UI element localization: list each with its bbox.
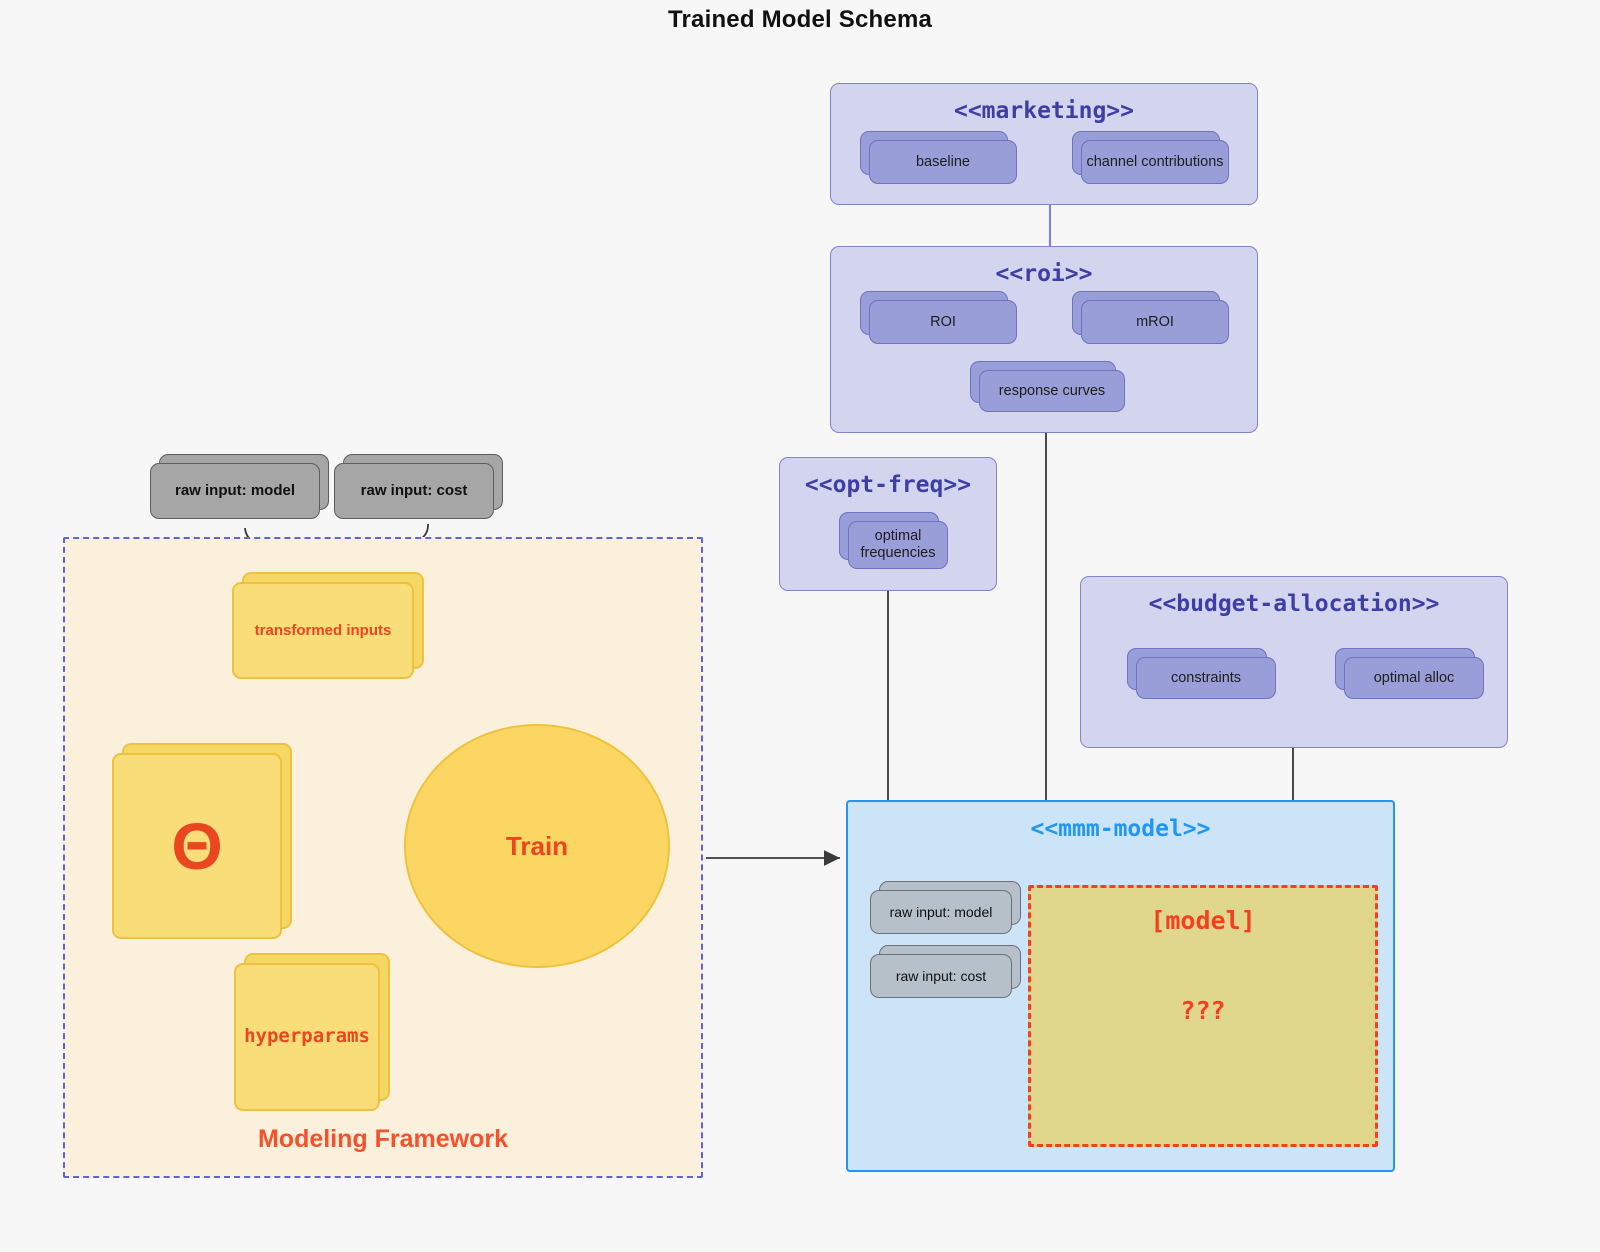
hyperparams-label: hyperparams: [244, 1025, 370, 1048]
package-budget-allocation[interactable]: <<budget-allocation>> constraints optima…: [1080, 576, 1508, 748]
package-mmm-model-title: <<mmm-model>>: [1030, 816, 1211, 842]
node-label: channel contributions: [1081, 140, 1229, 184]
package-mmm-model[interactable]: <<mmm-model>> raw input: model raw input…: [846, 800, 1395, 1172]
package-marketing[interactable]: <<marketing>> baseline channel contribut…: [830, 83, 1258, 205]
node-label: optimal alloc: [1344, 657, 1484, 699]
package-budget-allocation-title: <<budget-allocation>>: [1148, 591, 1440, 617]
package-roi[interactable]: <<roi>> ROI mROI response curves: [830, 246, 1258, 433]
node-channel-contributions[interactable]: channel contributions: [1072, 131, 1229, 184]
node-label: constraints: [1136, 657, 1276, 699]
node-baseline[interactable]: baseline: [860, 131, 1017, 184]
package-marketing-title: <<marketing>>: [953, 98, 1134, 124]
node-constraints[interactable]: constraints: [1127, 648, 1276, 699]
theta-node[interactable]: Θ: [112, 743, 292, 939]
node-label: hyperparams: [234, 963, 380, 1111]
raw-input-model[interactable]: raw input: model: [150, 454, 329, 519]
train-label: Train: [505, 830, 569, 861]
model-placeholder-box[interactable]: [model] ???: [1028, 885, 1378, 1147]
node-label: raw input: cost: [334, 463, 494, 519]
model-unknown-label: ???: [1180, 996, 1226, 1025]
node-optimal-frequencies[interactable]: optimal frequencies: [839, 512, 948, 569]
theta-glyph: Θ: [171, 809, 223, 883]
hyperparams-node[interactable]: hyperparams: [234, 953, 390, 1111]
node-label-line2: frequencies: [860, 545, 936, 561]
train-activity[interactable]: Train: [404, 724, 670, 968]
node-label: transformed inputs: [232, 582, 414, 679]
package-roi-title: <<roi>>: [995, 261, 1093, 287]
node-response-curves[interactable]: response curves: [970, 361, 1125, 412]
node-roi[interactable]: ROI: [860, 291, 1017, 344]
node-label: mROI: [1081, 300, 1229, 344]
package-opt-freq-title: <<opt-freq>>: [804, 472, 972, 498]
package-opt-freq[interactable]: <<opt-freq>> optimal frequencies: [779, 457, 997, 591]
node-label: baseline: [869, 140, 1017, 184]
modeling-framework-label: Modeling Framework: [257, 1125, 509, 1153]
node-label: raw input: cost: [870, 954, 1012, 998]
node-label-wrap: optimal frequencies: [848, 521, 948, 569]
node-mroi[interactable]: mROI: [1072, 291, 1229, 344]
node-label: raw input: model: [870, 890, 1012, 934]
mmm-raw-input-cost[interactable]: raw input: cost: [870, 945, 1021, 998]
theta-symbol: Θ: [112, 753, 282, 939]
node-label-line1: optimal: [874, 528, 922, 545]
node-label: ROI: [869, 300, 1017, 344]
node-optimal-alloc[interactable]: optimal alloc: [1335, 648, 1484, 699]
node-label: raw input: model: [150, 463, 320, 519]
model-name-label: [model]: [1150, 906, 1256, 935]
mmm-raw-input-model[interactable]: raw input: model: [870, 881, 1021, 934]
page-title: Trained Model Schema: [667, 6, 933, 33]
raw-input-cost[interactable]: raw input: cost: [334, 454, 503, 519]
node-label: response curves: [979, 370, 1125, 412]
transformed-inputs-node[interactable]: transformed inputs: [232, 572, 424, 679]
